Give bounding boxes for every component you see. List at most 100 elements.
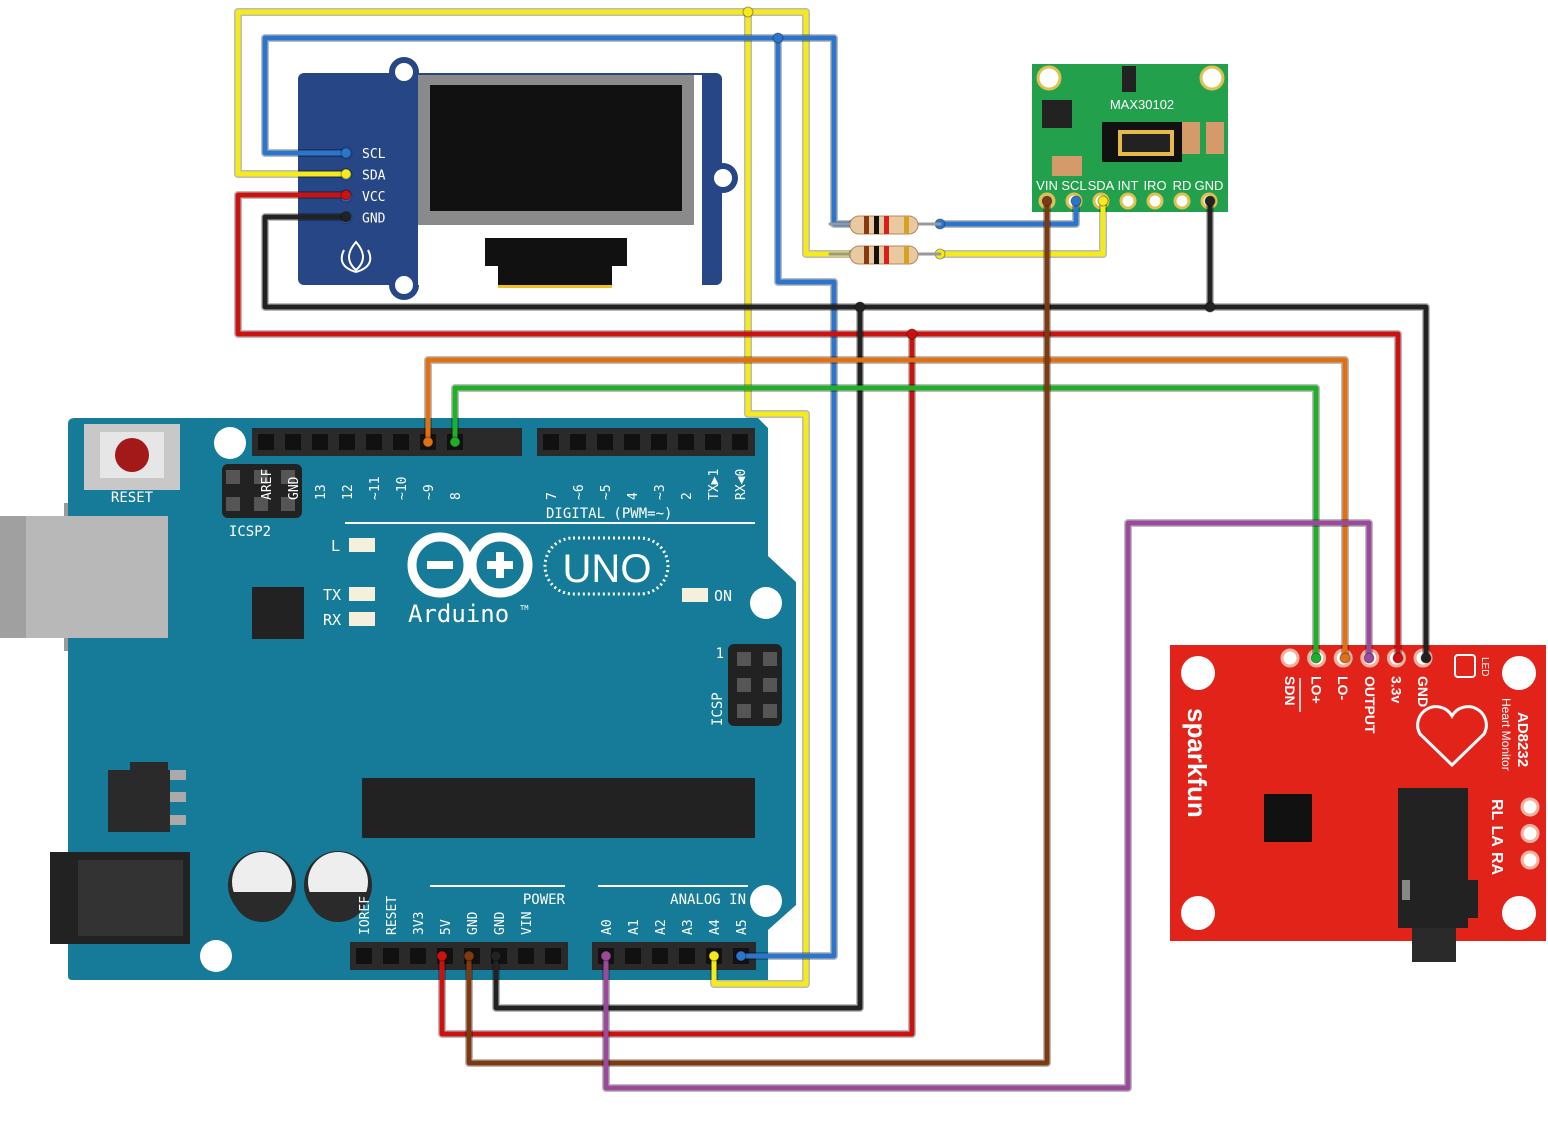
wire-endpoint xyxy=(735,950,747,962)
max30102-pin-label: VIN xyxy=(1036,178,1058,193)
wires xyxy=(234,6,1432,1092)
digital-pin-label: RX◀0 xyxy=(734,469,749,500)
icsp-label: ICSP xyxy=(710,692,726,726)
header-pin[interactable] xyxy=(410,948,426,964)
header-pin[interactable] xyxy=(366,434,382,450)
wire-vin-max[interactable] xyxy=(466,198,1050,1066)
wire-endpoint xyxy=(1310,652,1322,664)
header-pin[interactable] xyxy=(393,434,409,450)
header-pin[interactable] xyxy=(258,434,274,450)
icsp2-label: ICSP2 xyxy=(229,524,271,540)
header-pin[interactable] xyxy=(285,434,301,450)
header-pin[interactable] xyxy=(652,948,668,964)
header-pin[interactable] xyxy=(356,948,372,964)
digital-pin-label: ~6 xyxy=(572,484,587,500)
oled-pin-label: GND xyxy=(362,212,386,227)
led-rx xyxy=(349,612,375,626)
wire-gnd-ad8232[interactable] xyxy=(262,214,1429,661)
arduino-brand-label: Arduino xyxy=(408,600,509,628)
oled-screen xyxy=(430,85,682,211)
header-pin[interactable] xyxy=(339,434,355,450)
wire-3v3[interactable] xyxy=(439,331,915,1037)
power-pin-label: IOREF xyxy=(358,896,373,935)
electrode-label: RA xyxy=(1488,852,1505,876)
max30102-title: MAX30102 xyxy=(1110,97,1174,112)
wire-scl-max[interactable] xyxy=(937,198,1079,227)
icsp-pin1-label: 1 xyxy=(716,646,724,662)
ad8232-pin-label: LO+ xyxy=(1309,676,1325,704)
wire-endpoint xyxy=(1204,301,1216,313)
header-pin[interactable] xyxy=(312,434,328,450)
header-pin[interactable] xyxy=(705,434,721,450)
digital-pin-label: GND xyxy=(287,476,302,500)
max30102-pin-label: GND xyxy=(1195,178,1224,193)
wire-endpoint xyxy=(1420,652,1432,664)
mounting-hole xyxy=(395,276,413,294)
electrode-pad[interactable] xyxy=(1520,824,1540,843)
digital-pin-label: ~11 xyxy=(368,477,383,500)
wire-endpoint xyxy=(490,950,502,962)
header-pin[interactable] xyxy=(732,434,748,450)
max30102-pin-label: INT xyxy=(1118,178,1139,193)
wire-endpoint xyxy=(449,436,461,448)
digital-pin-label: 8 xyxy=(449,492,464,500)
wire-endpoint xyxy=(772,32,784,44)
analog-header-label: ANALOG IN xyxy=(670,892,746,908)
digital-pin-label: ~3 xyxy=(653,484,668,500)
header-pin[interactable] xyxy=(383,948,399,964)
header-pin[interactable] xyxy=(545,948,561,964)
header-pin[interactable] xyxy=(570,434,586,450)
wire-sda-arduino[interactable] xyxy=(711,9,809,987)
wire-sda-oled[interactable] xyxy=(235,9,857,257)
header-pin[interactable] xyxy=(624,434,640,450)
wire-gnd-arduino[interactable] xyxy=(493,304,863,1011)
oled-pin-label: VCC xyxy=(362,190,385,205)
mounting-hole xyxy=(395,63,413,81)
header-pin[interactable] xyxy=(679,948,695,964)
power-header-label: POWER xyxy=(523,892,566,908)
wire-sda-max[interactable] xyxy=(937,198,1106,257)
resistor xyxy=(849,215,919,235)
wire-ecg-output[interactable] xyxy=(603,520,1372,1091)
led-on-label: ON xyxy=(714,587,732,605)
icsp2-header xyxy=(222,464,302,518)
electrode-pad[interactable] xyxy=(1520,797,1540,817)
oled-pin-label: SCL xyxy=(362,147,386,162)
header-pin[interactable] xyxy=(597,434,613,450)
wire-endpoint xyxy=(1339,652,1351,664)
wire-endpoint xyxy=(600,950,612,962)
analog-header xyxy=(592,942,756,970)
electrode-pad[interactable] xyxy=(1520,850,1540,870)
led-rx-label: RX xyxy=(323,611,341,629)
mounting-hole xyxy=(714,169,732,187)
wire-vcc-ad8232[interactable] xyxy=(235,192,1401,661)
ad8232-pin-pad[interactable] xyxy=(1280,648,1300,668)
header-pin[interactable] xyxy=(543,434,559,450)
arduino-logo xyxy=(407,532,670,598)
wire-endpoint xyxy=(463,950,475,962)
max30102-pin-pad[interactable] xyxy=(1119,192,1137,210)
led-tx xyxy=(349,587,375,601)
header-pin[interactable] xyxy=(651,434,667,450)
header-pin[interactable] xyxy=(678,434,694,450)
max30102-pin-pad[interactable] xyxy=(1146,192,1164,210)
wire-endpoint xyxy=(340,211,352,223)
header-pin[interactable] xyxy=(518,948,534,964)
wire-scl-arduino[interactable] xyxy=(738,35,837,959)
header-pin[interactable] xyxy=(625,948,641,964)
mounting-hole xyxy=(750,587,782,619)
wire-endpoint xyxy=(340,189,352,201)
electrode-label: LA xyxy=(1488,826,1505,848)
max30102-pin-label: SDA xyxy=(1088,178,1115,193)
ad8232-title: AD8232 xyxy=(1514,712,1531,767)
digital-pin-label: ~9 xyxy=(422,484,437,500)
mounting-hole xyxy=(1502,656,1536,690)
wire-endpoint xyxy=(1204,195,1216,207)
wire-lo-minus[interactable] xyxy=(425,357,1348,661)
max30102-pin-pad[interactable] xyxy=(1173,192,1191,210)
